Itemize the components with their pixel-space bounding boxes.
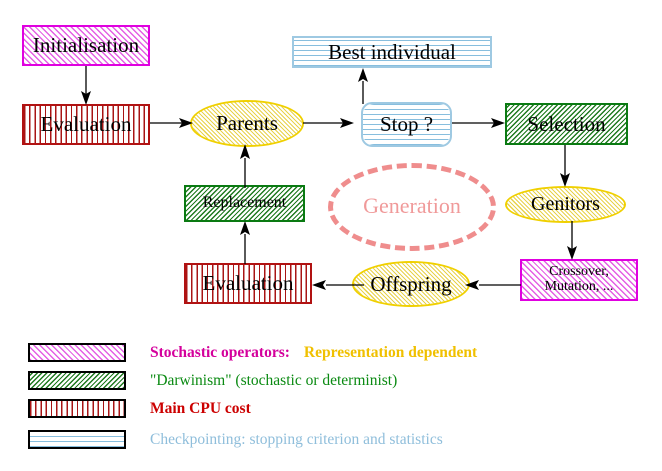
node-parents[interactable]: Parents [190, 100, 304, 147]
legend-swatch-red [28, 399, 126, 418]
legend-magenta-fill [30, 345, 124, 360]
evaluation-bottom-fill [186, 265, 310, 302]
legend-row-darwinism: "Darwinism" (stochastic or determinist) [28, 371, 397, 390]
legend-row-checkpointing: Checkpointing: stopping criterion and st… [28, 430, 443, 449]
parents-fill [192, 102, 302, 145]
node-crossover-mutation[interactable]: Crossover, Mutation, ... [520, 259, 638, 301]
node-best-individual[interactable]: Best individual [292, 36, 492, 68]
legend-row-cpu-cost: Main CPU cost [28, 399, 251, 418]
initialisation-label: Initialisation [32, 33, 140, 58]
node-evaluation-top[interactable]: Evaluation [22, 104, 150, 145]
best-individual-label: Best individual [328, 39, 456, 64]
arrow-evaluation-to-replacement [238, 221, 252, 264]
genitors-fill [507, 188, 624, 221]
generation-label: Generation [363, 193, 461, 218]
node-genitors[interactable]: Genitors [505, 186, 626, 223]
legend-label-stochastic-operators: Stochastic operators: [150, 343, 290, 361]
parents-label: Parents [216, 111, 278, 136]
legend-swatch-green [28, 371, 126, 390]
arrow-parents-to-stop [303, 116, 355, 130]
offspring-fill [354, 263, 468, 305]
node-selection[interactable]: Selection [505, 103, 628, 145]
arrow-selection-to-genitors [558, 145, 572, 188]
node-offspring[interactable]: Offspring [352, 261, 470, 307]
initialisation-fill [24, 27, 148, 64]
arrow-initialisation-to-evaluation [79, 66, 93, 106]
arrow-offspring-to-evaluation [312, 278, 364, 292]
best-individual-fill [294, 38, 490, 66]
legend-blue-fill [30, 432, 124, 447]
arrow-crossover-to-offspring [465, 278, 521, 292]
legend-swatch-magenta [28, 343, 126, 362]
arrow-genitors-to-crossover [565, 221, 579, 261]
legend-label-darwinism: "Darwinism" (stochastic or determinist) [150, 371, 398, 389]
legend-label-representation-dependent: Representation dependent [303, 343, 478, 361]
crossover-fill [522, 261, 636, 299]
arrow-replacement-to-parents [238, 144, 252, 188]
crossover-label: Crossover, Mutation, ... [544, 264, 614, 294]
replacement-fill [186, 187, 303, 220]
legend-green-fill [30, 373, 124, 388]
legend-swatch-blue [28, 430, 126, 449]
evaluation-top-label: Evaluation [40, 112, 132, 137]
node-stop[interactable]: Stop ? [361, 102, 452, 147]
node-replacement[interactable]: Replacement [184, 185, 305, 222]
arrow-stop-to-best-individual [356, 68, 370, 104]
arrow-stop-to-selection [452, 116, 506, 130]
replacement-label: Replacement [202, 194, 287, 212]
node-evaluation-bottom[interactable]: Evaluation [184, 263, 312, 304]
genitors-label: Genitors [531, 193, 600, 215]
generation-dashed-ellipse [328, 163, 496, 251]
legend-red-fill [30, 401, 124, 416]
selection-label: Selection [527, 111, 606, 136]
node-initialisation[interactable]: Initialisation [22, 25, 150, 66]
legend-label-checkpointing: Checkpointing: stopping criterion and st… [150, 430, 443, 448]
offspring-label: Offspring [370, 271, 452, 296]
selection-fill [507, 105, 626, 143]
stop-label: Stop ? [379, 112, 434, 137]
evaluation-top-fill [24, 106, 148, 143]
arrow-evaluation-to-parents [150, 116, 194, 130]
legend-row-stochastic: Stochastic operators: Representation dep… [28, 343, 477, 362]
evaluation-bottom-label: Evaluation [202, 271, 294, 296]
legend-label-main-cpu-cost: Main CPU cost [150, 399, 251, 417]
stop-fill [363, 104, 450, 145]
